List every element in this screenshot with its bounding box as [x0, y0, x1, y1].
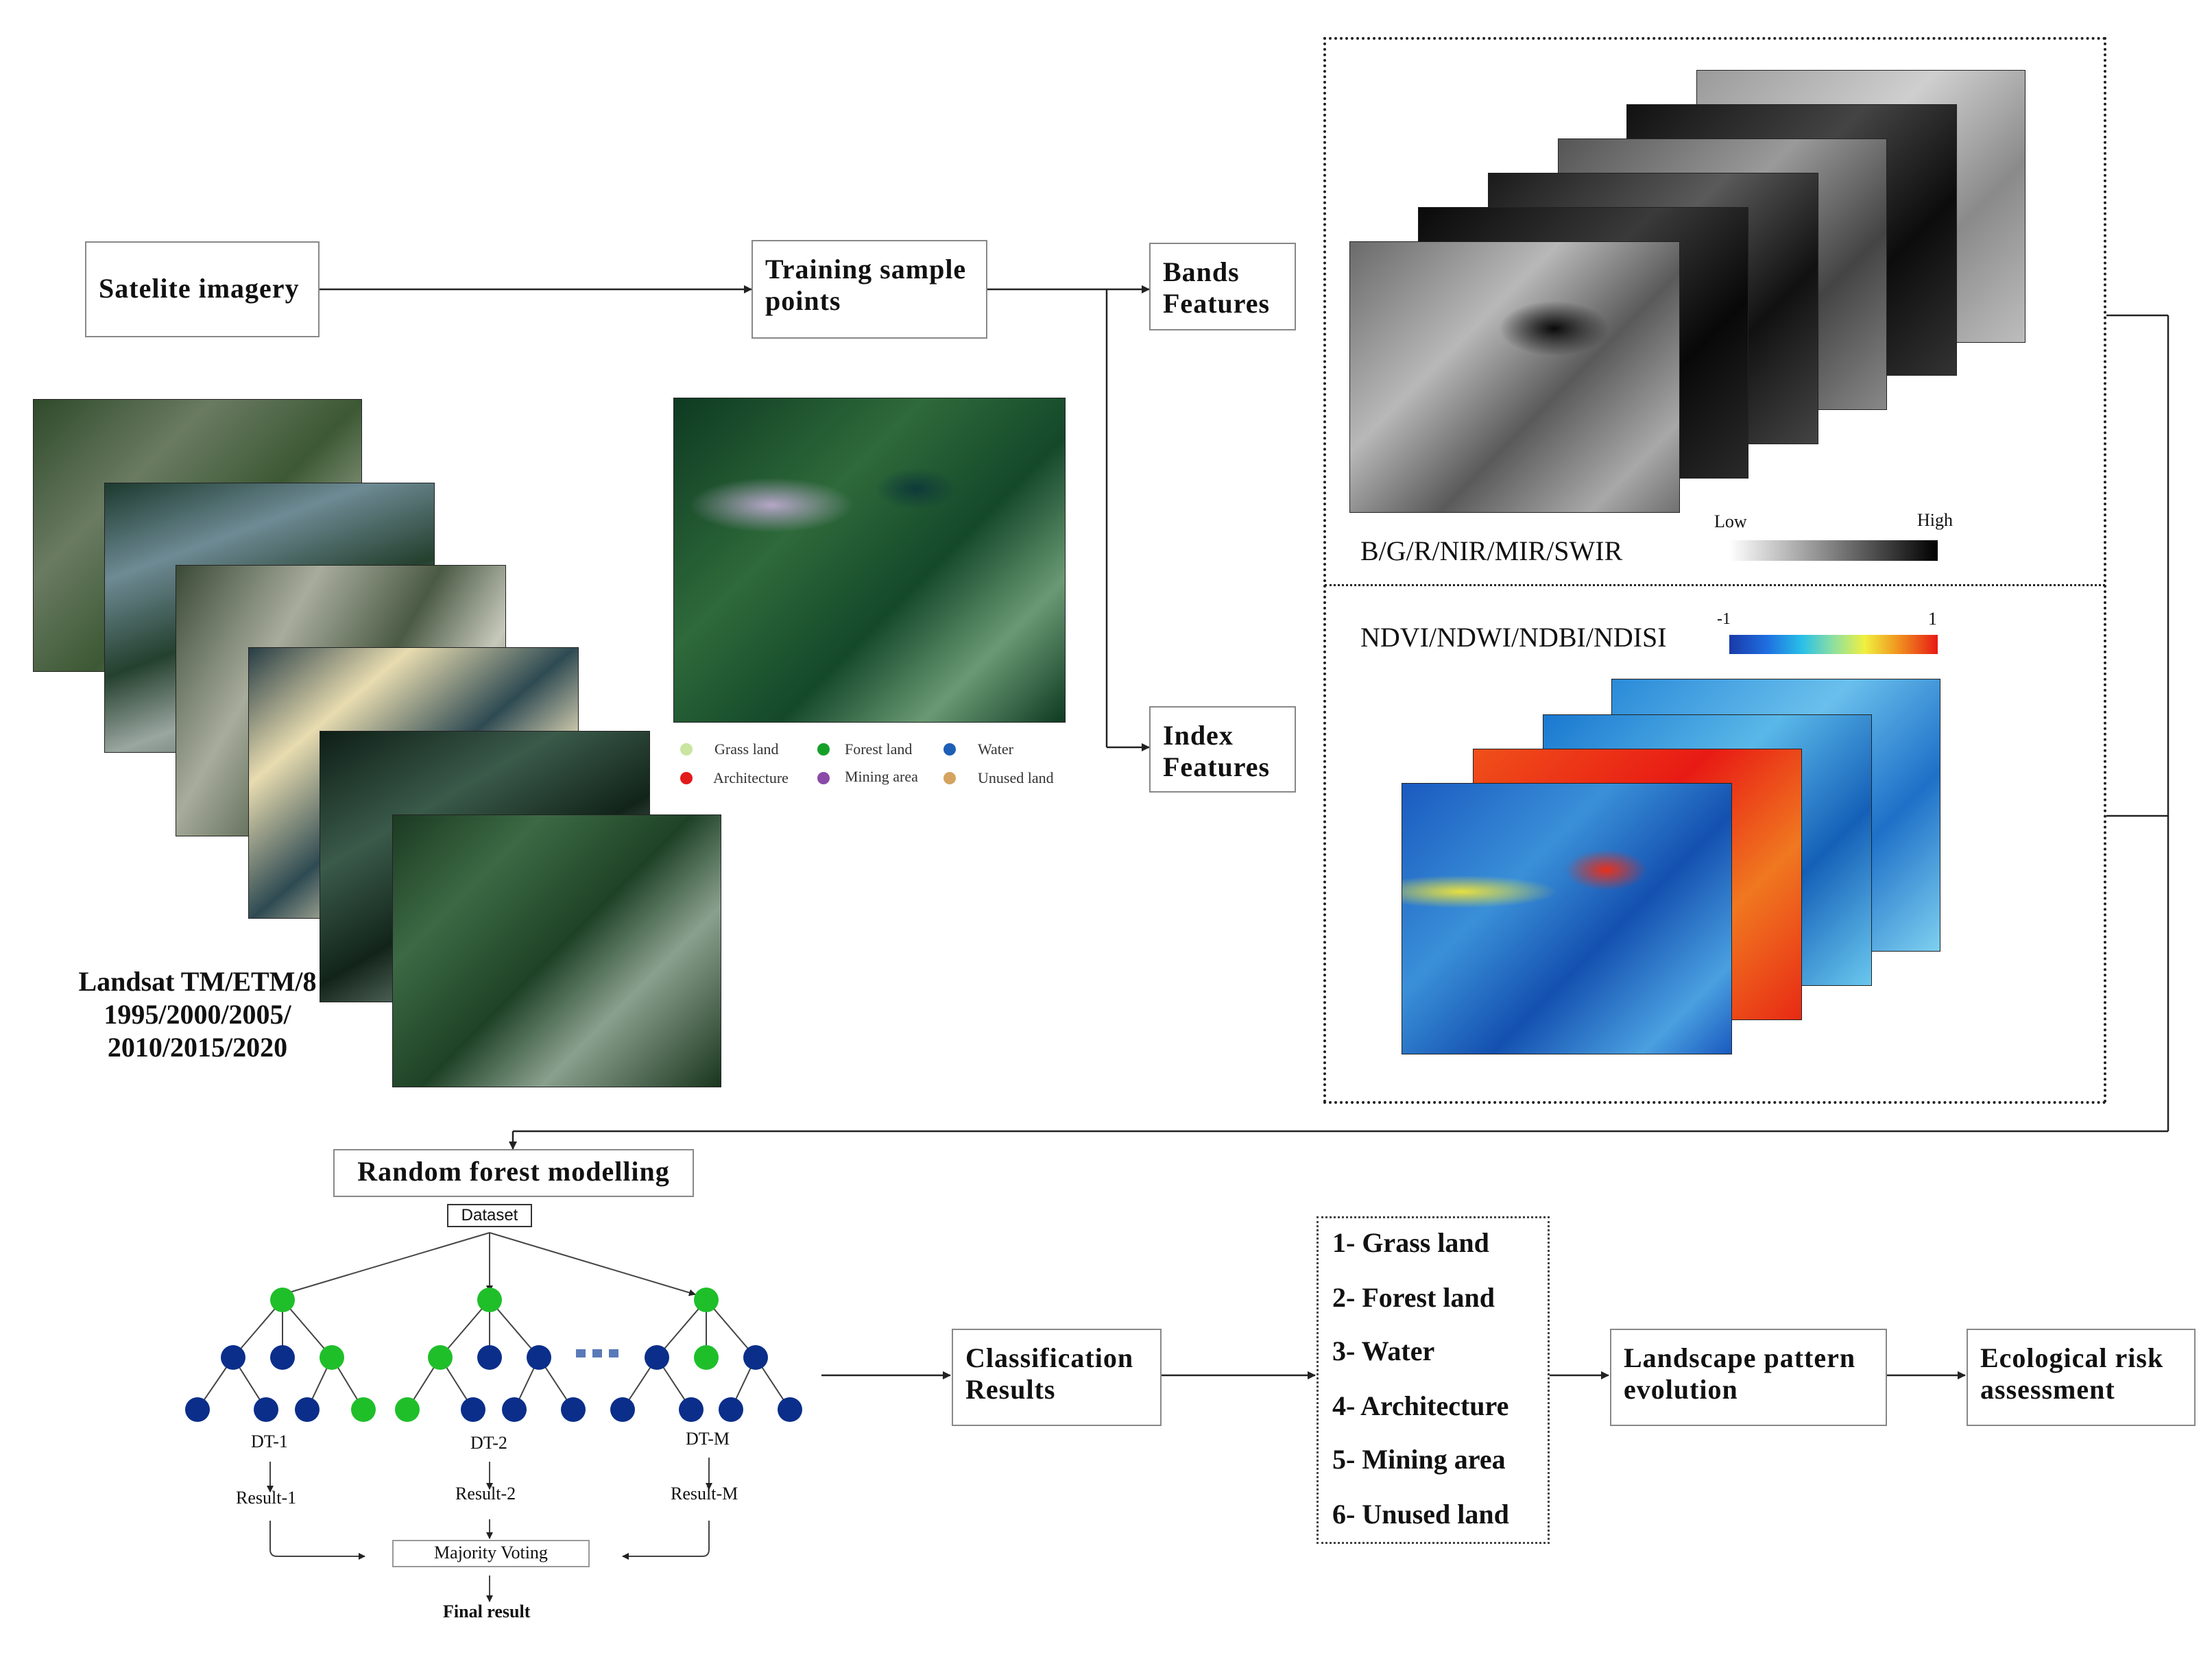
- index-features-box: Index Features: [1149, 706, 1296, 793]
- random-forest-diagram: [185, 1232, 802, 1602]
- majority-voting-box: Majority Voting: [392, 1540, 590, 1567]
- index-features-label-2: Features: [1163, 751, 1271, 782]
- dataset-label: Dataset: [461, 1206, 518, 1224]
- bands-grayscale-bar: [1729, 540, 1938, 561]
- class-item-unused-land: 6- Unused land: [1332, 1499, 1509, 1530]
- bands-features-box: Bands Features: [1149, 243, 1296, 330]
- classification-results-label-2: Results: [965, 1374, 1056, 1405]
- classification-results-box: Classification Results: [952, 1329, 1162, 1426]
- class-list-box: 1- Grass land 2- Forest land 3- Water 4-…: [1317, 1216, 1550, 1544]
- legend-label-mining-area: Mining area: [845, 768, 918, 785]
- band-image-1: [1349, 241, 1680, 513]
- random-forest-box: Random forest modelling: [333, 1149, 694, 1197]
- bands-features-label-1: Bands: [1163, 256, 1240, 287]
- landscape-pattern-label-1: Landscape pattern: [1624, 1342, 1856, 1373]
- index-features-label-1: Index: [1163, 720, 1234, 751]
- legend-label-water: Water: [978, 740, 1013, 758]
- tree-result-1: Result-1: [236, 1488, 297, 1508]
- ecological-risk-box: Ecological risk assessment: [1967, 1329, 2196, 1426]
- legend-marker-architecture: [680, 772, 693, 784]
- ecological-risk-label-2: assessment: [1980, 1374, 2115, 1405]
- class-item-grass-land: 1- Grass land: [1332, 1227, 1489, 1258]
- bands-caption: B/G/R/NIR/MIR/SWIR: [1360, 535, 1623, 566]
- legend-label-unused-land: Unused land: [978, 769, 1054, 786]
- final-result-label: Final result: [443, 1602, 531, 1621]
- feature-panel: [1323, 37, 2106, 1104]
- training-sample-box: Training sample points: [752, 240, 987, 339]
- legend-marker-water: [943, 743, 956, 756]
- class-item-architecture: 4- Architecture: [1332, 1390, 1509, 1421]
- legend-label-grass-land: Grass land: [714, 740, 779, 758]
- class-item-water: 3- Water: [1332, 1336, 1435, 1366]
- random-forest-label: Random forest modelling: [357, 1156, 670, 1187]
- index-scale-min: -1: [1717, 610, 1731, 628]
- training-sample-label-2: points: [765, 285, 841, 316]
- legend-label-architecture: Architecture: [713, 769, 789, 786]
- index-caption: NDVI/NDWI/NDBI/NDISI: [1360, 622, 1667, 653]
- legend-marker-unused-land: [943, 772, 956, 784]
- legend-label-forest-land: Forest land: [845, 740, 913, 758]
- training-sample-map: [673, 398, 1066, 723]
- satellite-imagery-label: Satelite imagery: [99, 273, 300, 304]
- legend-marker-mining-area: [817, 772, 830, 784]
- landsat-caption-line-1: Landsat TM/ETM/8: [78, 966, 317, 997]
- feature-panel-divider: [1325, 584, 2105, 586]
- index-image-1: [1402, 783, 1732, 1054]
- dataset-box: Dataset: [447, 1204, 532, 1227]
- class-item-mining-area: 5- Mining area: [1332, 1444, 1506, 1475]
- training-sample-label-1: Training sample: [765, 254, 967, 285]
- tree-label-dt2: DT-2: [470, 1433, 507, 1453]
- landsat-image-2020: [392, 814, 721, 1087]
- landsat-caption-line-2: 1995/2000/2005/: [104, 999, 291, 1030]
- tree-result-m: Result-M: [671, 1484, 738, 1504]
- bands-scale-low: Low: [1714, 511, 1747, 531]
- index-color-bar: [1729, 635, 1938, 654]
- landsat-caption: Landsat TM/ETM/8 1995/2000/2005/ 2010/20…: [53, 965, 341, 1064]
- tree-result-2: Result-2: [455, 1484, 516, 1504]
- landscape-pattern-box: Landscape pattern evolution: [1610, 1329, 1887, 1426]
- bands-features-label-2: Features: [1163, 288, 1271, 319]
- legend-marker-forest-land: [817, 743, 830, 756]
- tree-label-dtm: DT-M: [686, 1429, 730, 1449]
- ecological-risk-label-1: Ecological risk: [1980, 1342, 2164, 1373]
- legend-marker-grass-land: [680, 743, 693, 756]
- classification-results-label-1: Classification: [965, 1342, 1134, 1373]
- bands-scale-high: High: [1917, 510, 1953, 530]
- majority-voting-label: Majority Voting: [434, 1543, 548, 1562]
- landsat-caption-line-3: 2010/2015/2020: [107, 1032, 288, 1063]
- tree-label-dt1: DT-1: [251, 1432, 288, 1451]
- satellite-imagery-box: Satelite imagery: [85, 241, 320, 337]
- index-scale-max: 1: [1928, 609, 1937, 629]
- landscape-pattern-label-2: evolution: [1624, 1374, 1738, 1405]
- class-item-forest-land: 2- Forest land: [1332, 1282, 1495, 1313]
